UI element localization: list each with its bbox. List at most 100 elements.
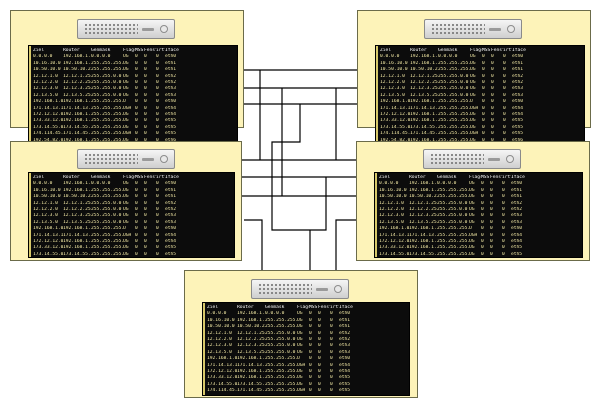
table-cell: 192.168.1.0 (33, 99, 63, 105)
table-cell: 0 (156, 138, 165, 142)
table-cell: 0 (156, 60, 159, 66)
table-cell: 12.12.2.0 (379, 207, 404, 213)
table-cell: 0 (156, 105, 159, 111)
table-cell: 10.50.10.0 (33, 67, 61, 73)
table-cell: 0 (503, 80, 506, 86)
table-row: 10.50.10.010.50.10.254255.255.255.0UG000… (33, 67, 235, 73)
table-cell: eth5 (512, 124, 524, 130)
column-header: Genmask (91, 48, 111, 53)
table-cell: 12.12.2.0 (380, 80, 405, 86)
table-cell: 0 (503, 60, 506, 66)
table-cell: 0 (135, 124, 138, 130)
table-cell: 12.12.2.254 (63, 207, 91, 213)
table-cell: 255.255.255.0 (437, 239, 469, 245)
table-cell: 0 (309, 375, 312, 381)
table-cell: UG (123, 67, 129, 73)
table-cell: 192.54.82.0 (33, 138, 63, 142)
table-cell: 12.12.2.0 (33, 80, 58, 86)
table-cell: 0 (144, 194, 147, 200)
table-cell: 0 (490, 232, 493, 238)
table-cell: 255.255.255.0 (265, 395, 297, 396)
table-cell: eth4 (165, 239, 177, 245)
table-cell: 0 (309, 362, 312, 368)
table-cell: 192.168.1.254 (409, 187, 437, 193)
table-cell: 0 (481, 207, 484, 213)
table-cell: 255.255.255.0 (265, 317, 297, 323)
table-cell: 0 (144, 73, 147, 79)
table-cell: 173.14.55.0 (207, 381, 237, 387)
column-header: Fenster (490, 175, 502, 180)
table-cell: 255.255.0.0 (91, 219, 122, 225)
table-cell: eth4 (339, 362, 351, 368)
table-cell: 10.16.10.0 (33, 60, 61, 66)
table-cell: U (123, 99, 126, 105)
column-header: Fenster (144, 48, 156, 53)
routing-table-screen: ZielRouterGenmaskFlagsMSSFensterirttIfac… (202, 302, 410, 396)
table-cell: 10.50.10.0 (379, 194, 407, 200)
table-cell: 0 (330, 311, 333, 317)
table-cell: eth3 (511, 219, 523, 225)
table-cell: 0 (503, 118, 506, 124)
table-cell: 0 (503, 73, 506, 79)
table-cell: 192.168.1.254 (409, 181, 437, 187)
table-cell: UG (297, 330, 303, 336)
column-header: irtt (156, 175, 165, 180)
table-row: 171.14.13.13171.14.13.254255.255.255.255… (207, 363, 407, 369)
table-cell: 0 (502, 226, 505, 232)
table-cell: 0 (491, 118, 494, 124)
column-header: Ziel (207, 305, 219, 310)
table-cell: 0 (490, 226, 493, 232)
table-cell: UGH (123, 105, 132, 111)
table-cell: 171.14.13.254 (409, 232, 437, 238)
table-cell: 0 (502, 207, 505, 213)
table-cell: eth0 (512, 99, 524, 105)
table-cell: 171.14.13.13 (379, 232, 409, 238)
table-cell: eth2 (339, 337, 351, 343)
table-cell: 0 (482, 60, 485, 66)
table-cell: 0 (309, 337, 312, 343)
table-cell: 255.255.0.0 (91, 213, 122, 219)
table-row: 192.168.1.0192.168.1.254255.255.255.0U00… (379, 226, 580, 232)
table-cell: eth5 (512, 131, 524, 137)
table-cell: 255.255.255.255 (438, 105, 470, 111)
column-header: Router (63, 175, 80, 180)
table-row: 192.54.82.0192.168.1.254255.255.255.0UG0… (207, 395, 407, 396)
server-icon (423, 149, 521, 169)
table-cell: UG (123, 213, 129, 219)
table-cell: UG (469, 181, 475, 187)
table-cell: 12.12.1.0 (207, 330, 232, 336)
table-cell: eth4 (165, 105, 177, 111)
table-row: 172.12.12.0192.168.1.254255.255.255.0UG0… (207, 369, 407, 375)
table-cell: 171.14.13.13 (207, 362, 237, 368)
table-cell: 255.255.255.0 (91, 99, 123, 105)
table-cell: 0.0.0.0 (265, 311, 285, 317)
table-cell: 0 (135, 118, 138, 124)
table-cell: UG (469, 251, 475, 257)
table-cell: 0 (144, 138, 156, 142)
table-cell: 0 (135, 226, 138, 232)
table-cell: 255.255.255.255 (438, 131, 470, 137)
table-cell: 12.12.2.254 (409, 207, 437, 213)
table-cell: 255.255.255.255 (91, 105, 123, 111)
table-cell: UG (123, 86, 129, 92)
table-cell: 0 (503, 124, 506, 130)
table-cell: 192.168.1.254 (63, 226, 91, 232)
table-cell: 0 (318, 317, 321, 323)
table-cell: 255.255.255.0 (91, 194, 123, 200)
table-cell: eth1 (339, 317, 351, 323)
table-cell: 0 (156, 86, 159, 92)
table-cell: 255.255.255.0 (91, 239, 123, 245)
table-cell: 0 (491, 60, 494, 66)
table-cell: 0 (490, 194, 493, 200)
table-cell: 0 (491, 131, 494, 137)
table-cell: 0 (481, 219, 484, 225)
table-cell: 12.12.3.0 (33, 213, 58, 219)
table-cell: 192.168.1.254 (410, 99, 438, 105)
table-cell: eth1 (511, 187, 523, 193)
table-cell: 255.255.255.0 (265, 369, 297, 375)
table-cell: 173.14.55.0 (33, 251, 63, 257)
server-panel-bottom-center: ZielRouterGenmaskFlagsMSSFensterirttIfac… (184, 270, 418, 398)
table-cell: 255.255.0.0 (437, 213, 468, 219)
